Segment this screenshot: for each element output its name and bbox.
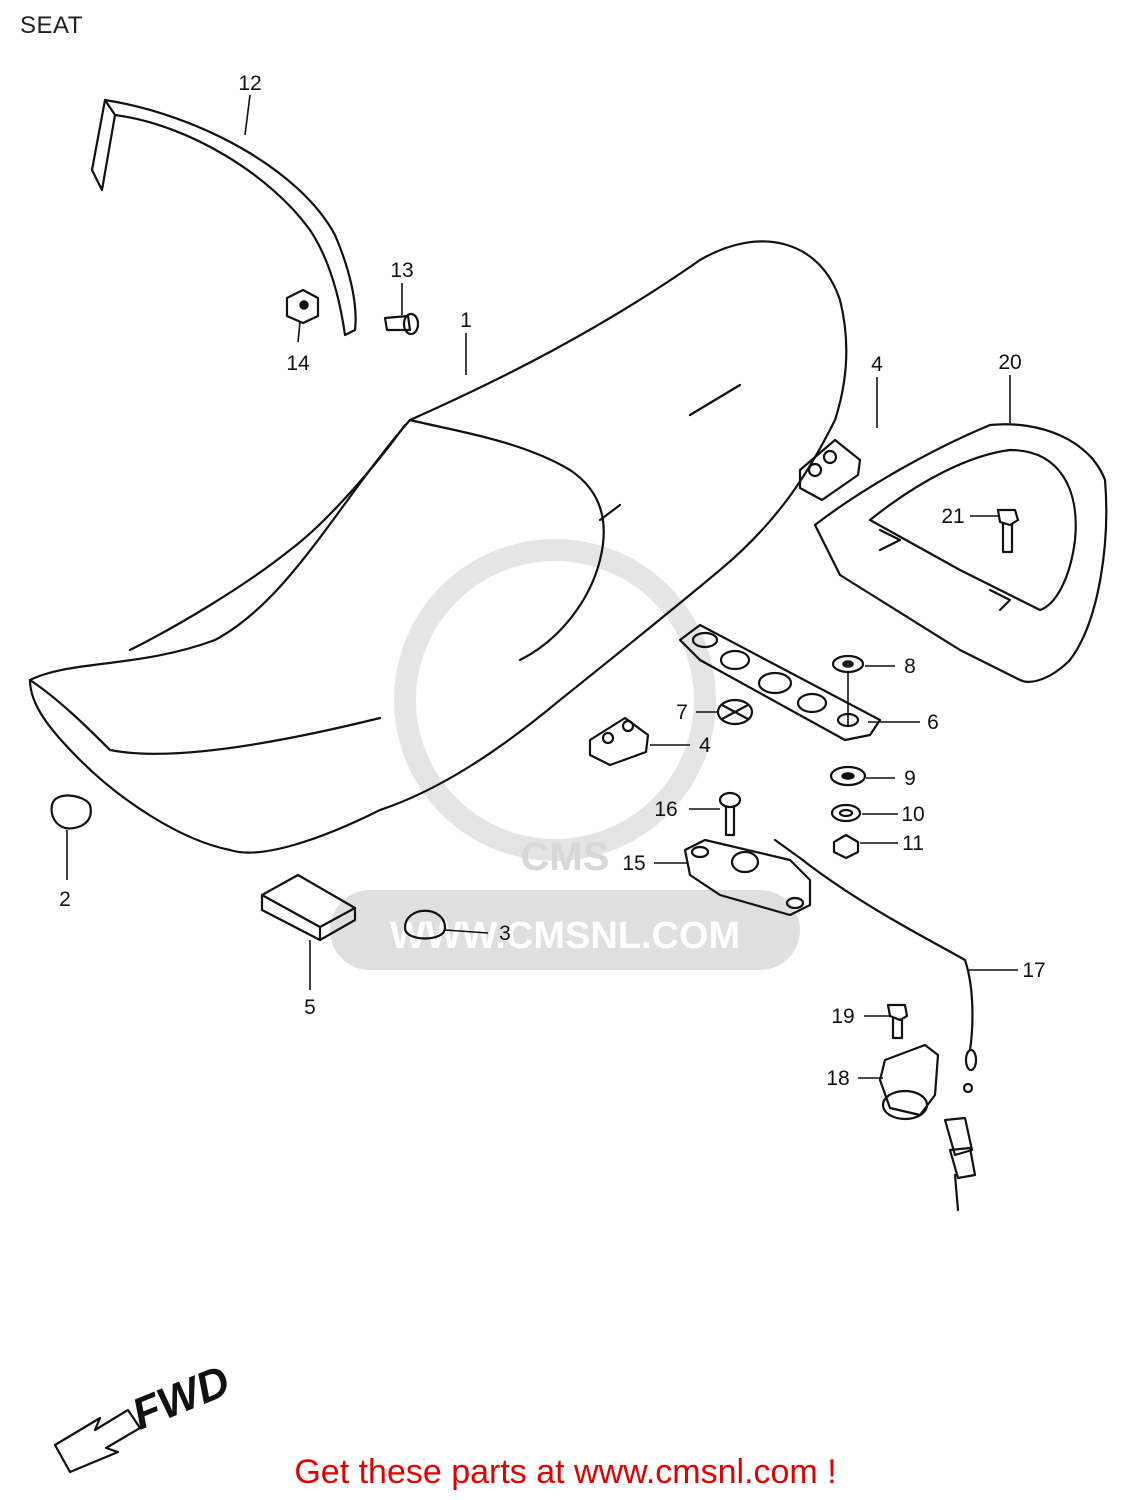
screw-part-16 bbox=[718, 791, 742, 837]
bolt-part-13 bbox=[383, 312, 420, 336]
callout-label-9: 9 bbox=[904, 767, 916, 790]
callout-label-3: 3 bbox=[499, 922, 511, 945]
watermark-url-text: WWW.CMSNL.COM bbox=[390, 915, 740, 957]
nut-part-14 bbox=[285, 288, 320, 325]
seat-part-1 bbox=[28, 240, 848, 854]
grab-rail-part-12 bbox=[90, 98, 357, 337]
bolt-part-21 bbox=[996, 508, 1020, 554]
washer-part-10 bbox=[830, 803, 862, 823]
callout-label-5: 5 bbox=[304, 996, 316, 1019]
watermark-logo: CMS WWW.CMSNL.COM bbox=[330, 539, 800, 970]
callout-label-20: 20 bbox=[998, 351, 1021, 374]
callout-labels: 12 13 14 1 4 20 21 8 7 6 4 9 16 10 11 15… bbox=[59, 72, 1046, 1090]
footer-promo-text: Get these parts at www.cmsnl.com ! bbox=[294, 1453, 837, 1491]
damper-part-4-lower bbox=[588, 716, 650, 767]
callout-label-21: 21 bbox=[941, 505, 964, 528]
callout-label-11: 11 bbox=[902, 832, 924, 855]
rubber-part-7 bbox=[716, 698, 754, 726]
washer-part-9 bbox=[829, 765, 867, 787]
washer-part-8 bbox=[831, 654, 865, 674]
lock-set-part-18 bbox=[878, 1043, 977, 1212]
callout-label-6: 6 bbox=[927, 711, 939, 734]
callout-label-2: 2 bbox=[59, 888, 71, 911]
page-title: SEAT bbox=[20, 12, 83, 39]
callout-label-19: 19 bbox=[831, 1005, 854, 1028]
callout-label-13: 13 bbox=[390, 259, 413, 282]
grab-rail-part-20 bbox=[813, 423, 1108, 683]
bracket-part-6 bbox=[678, 623, 882, 742]
leader-lines bbox=[66, 94, 1018, 1079]
callout-label-10: 10 bbox=[901, 803, 924, 826]
fwd-label: FWD bbox=[125, 1356, 236, 1439]
callout-label-18: 18 bbox=[826, 1067, 849, 1090]
watermark-logo-text: CMS bbox=[521, 835, 610, 879]
callout-label-12: 12 bbox=[238, 72, 261, 95]
callout-label-7: 7 bbox=[676, 701, 688, 724]
callout-label-16: 16 bbox=[654, 798, 677, 821]
callout-label-14: 14 bbox=[286, 352, 310, 375]
callout-label-4-lower: 4 bbox=[699, 734, 711, 757]
nut-part-11 bbox=[832, 833, 860, 860]
callout-label-1: 1 bbox=[460, 309, 472, 332]
forward-arrow-icon bbox=[53, 1408, 142, 1474]
cushion-part-3 bbox=[403, 909, 447, 940]
callout-label-8: 8 bbox=[904, 655, 916, 678]
callout-label-4-upper: 4 bbox=[871, 353, 883, 376]
callout-label-17: 17 bbox=[1022, 959, 1045, 982]
cable-part-17 bbox=[773, 838, 978, 1094]
damper-part-4-upper bbox=[798, 438, 862, 502]
foam-block-part-5 bbox=[260, 873, 357, 942]
bolt-part-19 bbox=[886, 1003, 909, 1040]
callout-label-15: 15 bbox=[622, 852, 645, 875]
seat-lock-part-15 bbox=[683, 838, 812, 917]
damper-part-2 bbox=[50, 794, 92, 830]
